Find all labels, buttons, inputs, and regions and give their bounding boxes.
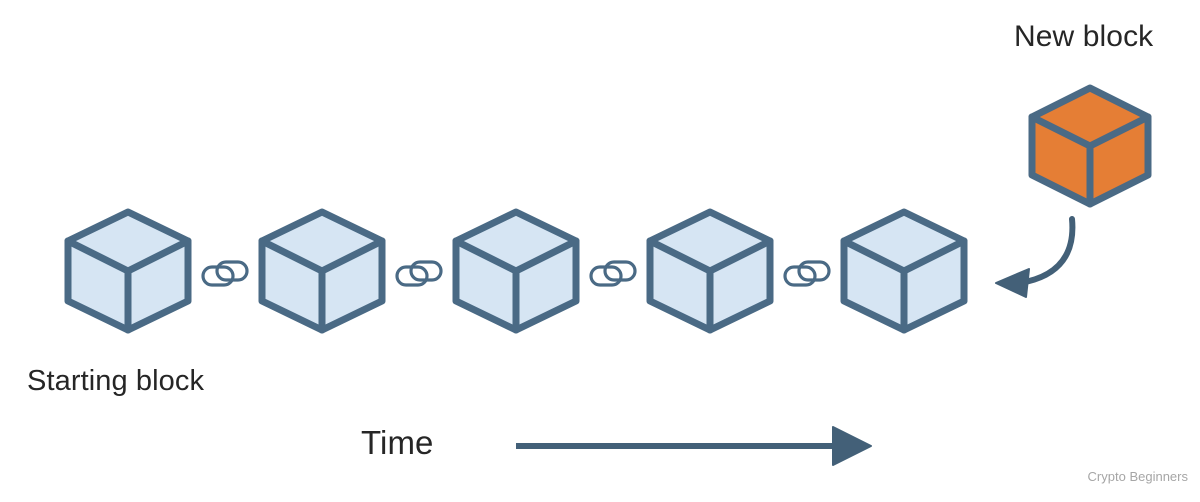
block-5[interactable] <box>840 208 968 334</box>
chain-link-1 <box>201 260 249 287</box>
new-block-label: New block <box>1014 20 1154 53</box>
cube-face-divider <box>452 237 580 334</box>
time-label: Time <box>361 424 434 461</box>
link-ring-right <box>797 260 831 282</box>
block-3[interactable] <box>452 208 580 334</box>
time-arrow <box>516 426 872 466</box>
cube-face-divider <box>258 237 386 334</box>
watermark: Crypto Beginners <box>1087 469 1188 484</box>
block-4[interactable] <box>646 208 774 334</box>
cube-face-divider <box>646 237 774 334</box>
link-ring-right <box>409 260 443 282</box>
block-2[interactable] <box>258 208 386 334</box>
cube-face-divider <box>1028 113 1152 208</box>
link-ring-right <box>603 260 637 282</box>
starting-block-label: Starting block <box>27 365 205 397</box>
curved-arrow-shaft <box>1017 216 1076 286</box>
cube-face-divider <box>64 237 192 334</box>
link-ring-right <box>215 260 249 282</box>
block-1-starting-block[interactable] <box>64 208 192 334</box>
curved-arrow <box>995 216 1076 298</box>
chain-link-4 <box>783 260 831 287</box>
time-arrow-head <box>832 426 872 466</box>
chain-link-3 <box>589 260 637 287</box>
chain-link-2 <box>395 260 443 287</box>
curved-arrow-head <box>995 268 1030 298</box>
new-block[interactable] <box>1028 84 1152 208</box>
cube-face-divider <box>840 237 968 334</box>
